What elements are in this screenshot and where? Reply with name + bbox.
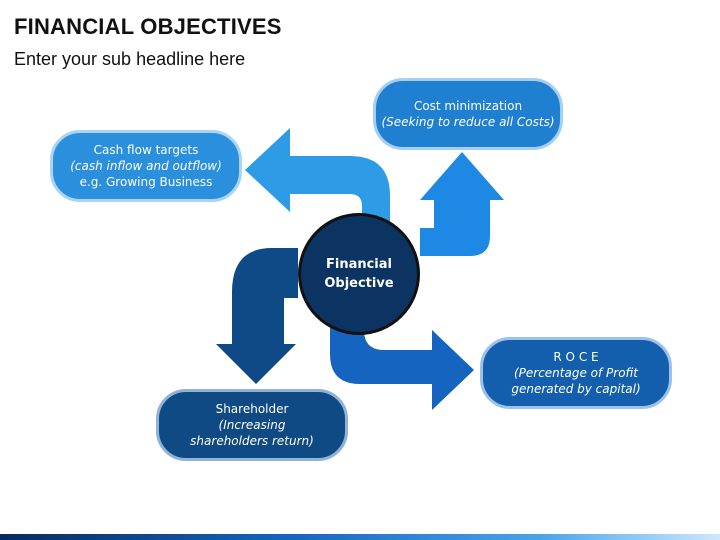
center-line1: Financial	[325, 257, 392, 272]
page-subtitle: Enter your sub headline here	[14, 49, 246, 69]
cost-minimization-box: Cost minimization (Seeking to reduce all…	[373, 78, 563, 150]
roce-detail-line2: generated by capital)	[511, 382, 641, 396]
cost-detail: (Seeking to reduce all Costs)	[381, 115, 555, 129]
center-line2: Objective	[324, 276, 394, 291]
cash-flow-detail: (cash inflow and outflow)	[70, 159, 222, 173]
page-title: FINANCIAL OBJECTIVES	[14, 14, 282, 39]
cash-flow-targets-box: Cash flow targets (cash inflow and outfl…	[50, 130, 242, 202]
cash-flow-title: Cash flow targets	[93, 143, 199, 157]
financial-objective-center: Financial Objective	[298, 213, 420, 335]
arrow-cash-flow	[245, 128, 390, 232]
arrow-shareholder	[216, 248, 298, 384]
roce-title: R O C E	[553, 350, 599, 364]
cost-title: Cost minimization	[413, 99, 523, 113]
shareholder-detail-line2: shareholders return)	[190, 434, 314, 448]
shareholder-detail-line1: (Increasing	[218, 418, 286, 432]
shareholder-box: Shareholder (Increasing shareholders ret…	[156, 389, 348, 461]
arrow-cost	[420, 152, 504, 256]
shareholder-title: Shareholder	[215, 402, 289, 416]
cash-flow-example: e.g. Growing Business	[79, 175, 213, 189]
roce-box: R O C E (Percentage of Profit generated …	[480, 337, 672, 409]
arrow-roce	[330, 318, 474, 410]
footer-gradient-bar	[0, 534, 720, 540]
roce-detail-line1: (Percentage of Profit	[513, 366, 639, 380]
